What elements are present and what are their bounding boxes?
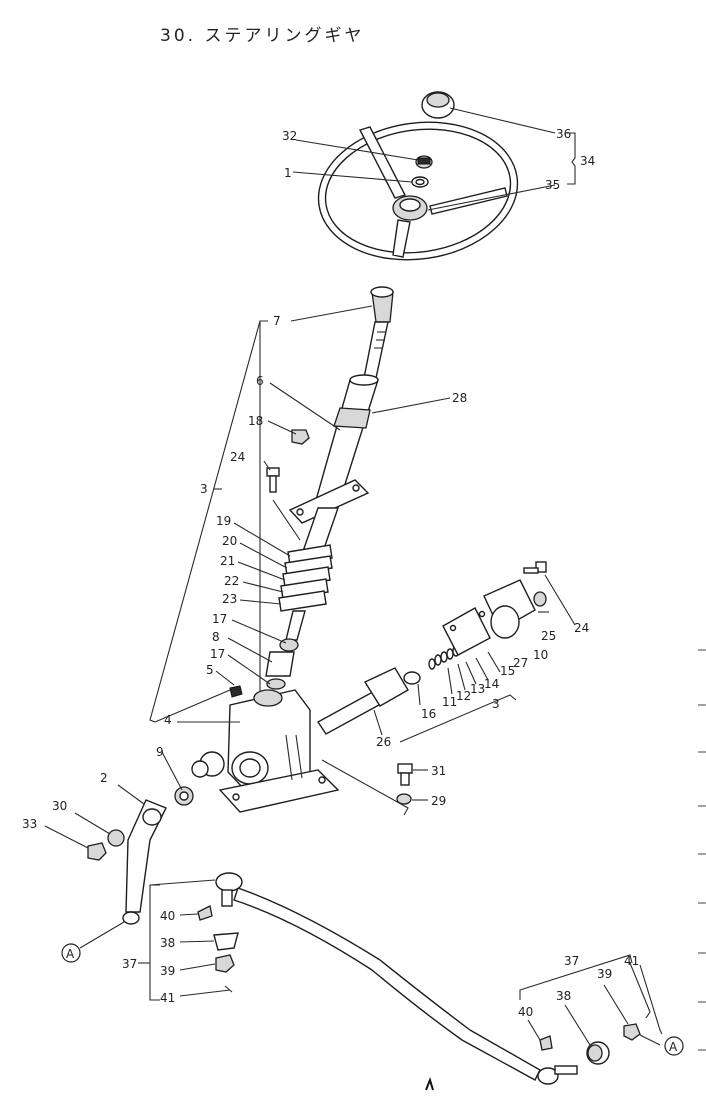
wheel-nut-32 — [415, 155, 433, 169]
label-17-lower: 17 — [210, 647, 225, 661]
label-3-left: 3 — [200, 482, 208, 496]
label-23: 23 — [222, 592, 237, 606]
label-4: 4 — [164, 713, 172, 727]
nut-39-right — [623, 1023, 641, 1041]
label-34: 34 — [580, 154, 595, 168]
label-25: 25 — [541, 629, 556, 643]
nut-39-left — [215, 954, 235, 973]
label-1: 1 — [284, 166, 292, 180]
label-16: 16 — [421, 707, 436, 721]
boot-38-right — [586, 1041, 610, 1065]
grease-fitting-40-right — [539, 1035, 553, 1051]
gear-case — [218, 689, 340, 813]
label-15: 15 — [500, 664, 515, 678]
label-39-right: 39 — [597, 967, 612, 981]
nut-18 — [291, 429, 310, 445]
label-18: 18 — [248, 414, 263, 428]
washer-29 — [396, 793, 412, 805]
label-37-left: 37 — [122, 957, 137, 971]
reference-marker-a-right: A — [664, 1036, 684, 1056]
label-6: 6 — [256, 374, 264, 388]
label-9: 9 — [156, 745, 164, 759]
reference-marker-a-left: A — [61, 943, 81, 963]
label-14: 14 — [484, 677, 499, 691]
label-40-left: 40 — [160, 909, 175, 923]
label-22: 22 — [224, 574, 239, 588]
label-24-left: 24 — [230, 450, 245, 464]
reference-a-label-left: A — [66, 947, 75, 961]
label-17-upper: 17 — [212, 612, 227, 626]
bushing-9 — [191, 751, 225, 778]
label-38-left: 38 — [160, 936, 175, 950]
grease-fitting-40-left — [197, 905, 213, 921]
label-35: 35 — [545, 178, 560, 192]
label-7: 7 — [273, 314, 281, 328]
label-33: 33 — [22, 817, 37, 831]
part-number-labels: 32 1 36 34 35 7 6 28 18 24 3 19 20 21 22… — [22, 127, 639, 1019]
sector-shaft-26 — [316, 667, 421, 735]
label-41-left: 41 — [160, 991, 175, 1005]
label-20: 20 — [222, 534, 237, 548]
label-13: 13 — [470, 682, 485, 696]
label-28: 28 — [452, 391, 467, 405]
bolt-31 — [397, 763, 413, 786]
label-30: 30 — [52, 799, 67, 813]
label-37-right: 37 — [564, 954, 579, 968]
label-5: 5 — [206, 663, 214, 677]
bolt-24-left — [266, 467, 280, 493]
steering-wheel — [317, 121, 519, 261]
pitman-arm-2 — [122, 799, 167, 925]
seal-9 — [174, 786, 194, 806]
label-41-right: 41 — [624, 954, 639, 968]
washer-25 — [533, 591, 547, 607]
label-19: 19 — [216, 514, 231, 528]
label-3-right: 3 — [492, 697, 500, 711]
nut-33 — [87, 842, 107, 861]
label-36: 36 — [556, 127, 571, 141]
label-11: 11 — [442, 695, 457, 709]
boot-38-left — [213, 932, 239, 951]
label-8: 8 — [212, 630, 220, 644]
drag-link-37 — [215, 872, 578, 1085]
label-12: 12 — [456, 689, 471, 703]
side-cover-10 — [483, 579, 536, 639]
label-31: 31 — [431, 764, 446, 778]
bolt-24-right — [523, 561, 547, 574]
label-29: 29 — [431, 794, 446, 808]
label-21: 21 — [220, 554, 235, 568]
label-39-left: 39 — [160, 964, 175, 978]
label-10: 10 — [533, 648, 548, 662]
label-38-right: 38 — [556, 989, 571, 1003]
label-27: 27 — [513, 656, 528, 670]
label-32: 32 — [282, 129, 297, 143]
label-26: 26 — [376, 735, 391, 749]
label-40-right: 40 — [518, 1005, 533, 1019]
label-2: 2 — [100, 771, 108, 785]
washer-1 — [411, 176, 429, 188]
gasket-27 — [442, 607, 491, 656]
washer-30 — [107, 829, 125, 847]
steering-column — [265, 286, 394, 690]
page-title: 30. ステアリングギヤ — [160, 26, 364, 46]
label-24-right: 24 — [574, 621, 589, 635]
horn-cap-36 — [421, 91, 455, 119]
reference-a-label-right: A — [669, 1040, 678, 1054]
nut-5 — [229, 685, 243, 698]
